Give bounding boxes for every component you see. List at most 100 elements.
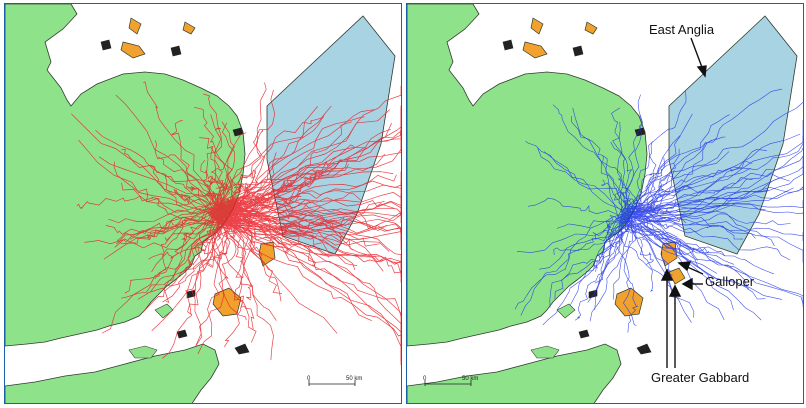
gps-track [628, 211, 756, 239]
wind-farm-site [128, 17, 142, 35]
left-map: 0 50 km [5, 4, 401, 403]
gps-track [95, 129, 218, 213]
gps-track [623, 224, 639, 333]
wind-farm-site [578, 329, 590, 339]
gps-track [624, 219, 774, 275]
gps-track [114, 216, 220, 248]
gps-track [634, 188, 803, 212]
gps-track [137, 212, 228, 300]
scale-bar: 0 50 km [423, 376, 478, 386]
land-mass [407, 343, 622, 403]
gps-track [210, 114, 234, 208]
gps-track [108, 205, 231, 224]
wind-farm-site [120, 41, 146, 59]
gps-track [216, 171, 401, 211]
wind-farm-site [584, 21, 598, 35]
gps-track [217, 211, 401, 220]
label-greater-gabbard: Greater Gabbard [651, 370, 749, 385]
gps-track [638, 220, 709, 256]
gps-track [638, 217, 803, 241]
arrow-galloper-1 [677, 261, 704, 275]
gps-track [222, 218, 282, 302]
wind-farm-site [100, 39, 112, 51]
gps-track [623, 176, 784, 214]
gps-track [216, 201, 385, 224]
gps-track [116, 216, 229, 249]
gps-track [621, 135, 681, 224]
gps-track [164, 218, 233, 304]
gps-track [620, 139, 712, 225]
gps-track [197, 212, 233, 355]
gps-track [78, 140, 218, 216]
wind-farm-site [234, 343, 250, 355]
gps-track [625, 208, 762, 321]
gps-track [218, 220, 240, 347]
land-mass [154, 303, 174, 319]
gps-track [223, 222, 390, 252]
gps-track [200, 159, 233, 207]
gps-track [84, 207, 229, 245]
gps-track [230, 219, 401, 343]
wind-farm-site [176, 329, 188, 339]
gps-track [570, 216, 625, 305]
gps-track [627, 225, 803, 305]
gps-track [621, 102, 803, 217]
galloper-site [668, 267, 686, 285]
gps-track [575, 223, 630, 321]
gps-track [216, 106, 318, 214]
wind-farm-site [636, 343, 652, 355]
gps-track [628, 220, 734, 311]
gps-track [222, 175, 242, 217]
gps-track [616, 121, 624, 212]
wind-farm-site [522, 41, 548, 59]
wind-farm-site [530, 17, 544, 35]
gps-track [230, 205, 358, 266]
land-mass [530, 345, 560, 359]
gps-track [227, 218, 387, 231]
scale-distance: 50 km [346, 376, 362, 382]
arrow-greater-gabbard-2 [668, 284, 682, 368]
gps-track [587, 214, 635, 303]
scale-bar: 0 50 km [307, 376, 362, 386]
gps-track [634, 155, 803, 220]
gps-track [151, 212, 229, 331]
gps-track [191, 213, 226, 346]
gps-track [527, 197, 625, 218]
gps-track [631, 219, 695, 318]
gps-track [622, 135, 803, 215]
gps-track [631, 133, 801, 208]
gps-track [230, 210, 356, 270]
gps-track [224, 105, 332, 213]
gps-track [232, 201, 401, 224]
label-east-anglia: East Anglia [649, 22, 715, 37]
gps-track [618, 220, 653, 293]
right-map-panel: East Anglia Galloper Greater Gabbard [406, 3, 804, 404]
gps-track [142, 219, 223, 313]
gps-track [612, 213, 632, 300]
gps-track [571, 115, 632, 224]
gps-track [572, 107, 629, 223]
gps-track [620, 214, 673, 276]
gps-track [224, 223, 292, 253]
arrow-east-anglia [690, 37, 707, 78]
gps-track [611, 107, 630, 212]
gps-track [622, 220, 717, 274]
wind-farm-outlines [100, 39, 250, 355]
wind-farm-site [182, 21, 196, 35]
gps-track [631, 88, 783, 210]
wind-farm-site [614, 287, 644, 317]
gps-track [627, 157, 666, 221]
gps-track [219, 221, 338, 334]
gps-track [621, 199, 631, 223]
gps-track [164, 174, 222, 228]
gps-track [623, 160, 753, 219]
gps-track [628, 187, 794, 221]
gps-track [223, 122, 392, 221]
gps-track [124, 205, 231, 294]
gps-track [101, 222, 224, 334]
gps-track [606, 217, 633, 238]
gps-track [221, 122, 236, 216]
gps-track [202, 93, 223, 220]
arrow-galloper-2 [681, 277, 703, 291]
